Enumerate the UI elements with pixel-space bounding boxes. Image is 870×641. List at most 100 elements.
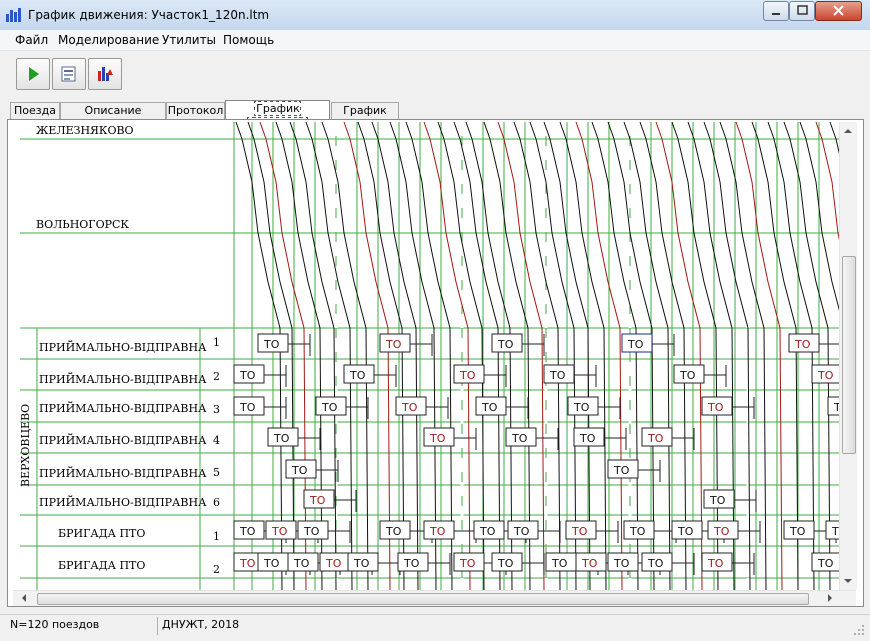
to-box [623, 520, 655, 540]
station-label-zheleznyakovo: ЖЕЛЕЗНЯКОВО [36, 124, 134, 137]
scroll-right-icon[interactable] [823, 591, 837, 605]
status-copyright: ДНУЖТ, 2018 [162, 618, 240, 631]
tab-movement-graph[interactable]: График движения [225, 100, 330, 132]
tab-trains[interactable]: Поезда [10, 102, 60, 120]
tab-protocol[interactable]: Протокол [166, 102, 225, 120]
menu-modeling[interactable]: Моделирование [58, 33, 160, 47]
maximize-icon [797, 5, 808, 15]
to-box [671, 520, 703, 540]
status-train-count: N=120 поездов [10, 618, 100, 631]
to-box [473, 520, 505, 540]
graph-panel: ТО ТО ТО ТО ТО ТО ТО ТО ТО ТО ТО ТО ТО ТО ТО ТО ТО ТО ТО ТО… [7, 119, 864, 607]
train-line [575, 122, 623, 590]
scroll-left-icon[interactable] [17, 591, 31, 605]
to-box-label: ТО [551, 557, 568, 570]
track-number: 2 [213, 563, 220, 576]
resize-grip-icon[interactable] [852, 623, 866, 637]
track-number: 5 [213, 466, 220, 479]
to-box-label: ТО [263, 338, 280, 351]
train-line [437, 122, 485, 590]
tab-section-description[interactable]: Описание участка [60, 102, 166, 133]
train-line [343, 122, 391, 590]
scroll-down-icon[interactable] [841, 574, 855, 588]
to-box-label: ТО [429, 525, 446, 538]
track-name: ПРИЙМАЛЬНО-ВІДПРАВНА [39, 373, 207, 386]
to-box [397, 552, 429, 572]
to-box-label: ТО [647, 432, 664, 445]
tab-protocol-label: Протокол [167, 104, 224, 117]
track-name: БРИГАДА ПТО [58, 559, 146, 572]
train-line [623, 122, 671, 590]
to-box-label: ТО [789, 525, 806, 538]
chart-button[interactable] [88, 58, 122, 90]
horizontal-scrollbar[interactable] [13, 590, 856, 606]
train-line [591, 122, 639, 590]
to-box-label: ТО [629, 525, 646, 538]
window-title: График движения: Участок1_120n.ltm [28, 8, 270, 22]
menu-help[interactable]: Помощь [223, 33, 275, 47]
to-box-label: ТО [459, 369, 476, 382]
to-box [621, 333, 653, 353]
horizontal-scroll-thumb[interactable] [37, 593, 809, 605]
train-line [783, 122, 831, 590]
train-line [371, 122, 419, 590]
vertical-scrollbar[interactable] [839, 122, 857, 590]
to-box-label: ТО [403, 557, 420, 570]
to-box-label: ТО [497, 338, 514, 351]
track-name: ПРИЙМАЛЬНО-ВІДПРАВНА [39, 467, 207, 480]
to-box [285, 459, 317, 479]
close-button[interactable] [815, 1, 862, 21]
vertical-scroll-thumb[interactable] [842, 256, 856, 454]
to-box-label: ТО [613, 557, 630, 570]
menu-file[interactable]: Файл [15, 33, 49, 47]
to-box-label: ТО [239, 369, 256, 382]
to-box [287, 552, 319, 572]
to-box-label: ТО [511, 432, 528, 445]
to-box-label: ТО [613, 464, 630, 477]
train-line [687, 122, 735, 590]
to-box-label: ТО [353, 557, 370, 570]
to-box [233, 396, 265, 416]
train-line [607, 122, 655, 590]
tab-strip: Поезда Описание участка Протокол График … [0, 100, 870, 133]
status-bar: N=120 поездов ДНУЖТ, 2018 [0, 614, 870, 641]
minimize-button[interactable] [763, 1, 789, 21]
to-box [453, 552, 485, 572]
to-box-label: ТО [263, 557, 280, 570]
report-button[interactable] [52, 58, 86, 90]
station-group-label: ВЕРХОВЦЕВО [19, 403, 32, 487]
scroll-up-icon[interactable] [841, 124, 855, 138]
train-line [671, 122, 719, 590]
app-icon [6, 8, 21, 22]
maximize-button[interactable] [789, 1, 815, 21]
tab-speed-graph[interactable]: График v(s) [331, 102, 399, 133]
train-line [483, 122, 531, 590]
to-box-label: ТО [817, 369, 834, 382]
to-box-label: ТО [239, 557, 256, 570]
to-box-label: ТО [293, 557, 310, 570]
to-box-label: ТО [239, 401, 256, 414]
menu-utilities[interactable]: Утилиты [162, 33, 217, 47]
to-box [505, 427, 537, 447]
to-box [453, 364, 485, 384]
train-line [247, 122, 295, 590]
train-line [815, 122, 846, 275]
to-box-label: ТО [573, 401, 590, 414]
to-box-label: ТО [627, 338, 644, 351]
track-name: ПРИЙМАЛЬНО-ВІДПРАВНА [39, 402, 207, 415]
to-box-label: ТО [713, 525, 730, 538]
run-button[interactable] [16, 58, 50, 90]
to-box [641, 552, 673, 572]
movement-graph: ТО ТО ТО ТО ТО ТО ТО ТО ТО ТО ТО ТО ТО ТО ТО ТО ТО ТО ТО ТО… [20, 122, 846, 590]
to-box-label: ТО [271, 525, 288, 538]
to-box [265, 520, 297, 540]
to-box-label: ТО [571, 525, 588, 538]
track-name: ПРИЙМАЛЬНО-ВІДПРАВНА [39, 496, 207, 509]
to-box [673, 364, 705, 384]
train-line [465, 122, 513, 590]
to-box-label: ТО [239, 525, 256, 538]
train-line [423, 122, 471, 590]
status-divider [157, 617, 158, 635]
train-line [321, 122, 369, 590]
to-box-label: ТО [479, 525, 496, 538]
